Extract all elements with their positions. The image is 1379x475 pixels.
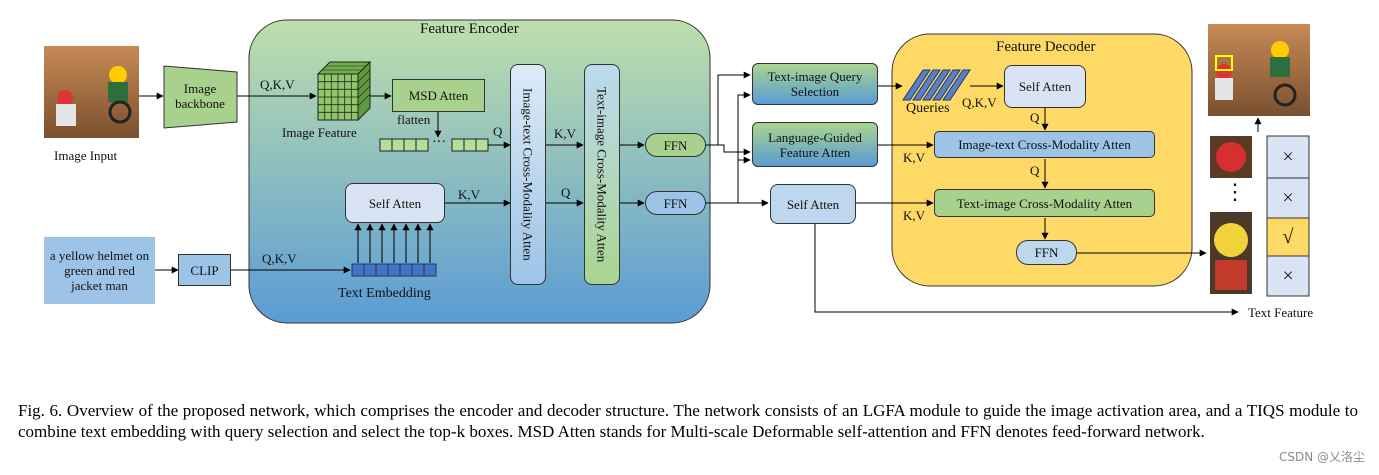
label-qkv-clip: Q,K,V bbox=[262, 251, 297, 266]
queries-stack-icon bbox=[902, 69, 971, 101]
label-q-cross: Q bbox=[561, 185, 571, 200]
encoder-self-atten-box: Self Atten bbox=[345, 183, 445, 223]
label-qkv-image: Q,K,V bbox=[260, 77, 295, 92]
result-mark-4: × bbox=[1282, 264, 1294, 287]
label-qkv-queries: Q,K,V bbox=[962, 95, 997, 110]
encoder-text-image-cross-box: Text-image Cross-Modality Atten bbox=[584, 64, 620, 285]
image-backbone-label: Image backbone bbox=[175, 81, 225, 111]
msd-atten-box: MSD Atten bbox=[392, 79, 485, 112]
queries-label: Queries bbox=[906, 101, 950, 116]
decoder-self-atten-box: Self Atten bbox=[1004, 65, 1086, 108]
image-feature-label: Image Feature bbox=[282, 125, 357, 140]
result-cell-1 bbox=[1266, 135, 1310, 179]
lgfa-box: Language-Guided Feature Atten bbox=[752, 122, 878, 167]
label-kv-self: K,V bbox=[458, 187, 481, 202]
middle-self-atten-box: Self Atten bbox=[770, 184, 856, 224]
label-kv-dec1: K,V bbox=[903, 150, 926, 165]
candidate-ellipsis: ⋮ bbox=[1224, 179, 1246, 204]
label-q-flatten: Q bbox=[493, 124, 503, 139]
svg-text:···: ··· bbox=[432, 135, 446, 150]
decoder-panel bbox=[891, 33, 1193, 287]
text-feature-label: Text Feature bbox=[1248, 305, 1314, 320]
text-embedding-label: Text Embedding bbox=[338, 286, 431, 301]
result-cell-4 bbox=[1266, 255, 1310, 297]
encoder-text-image-cross-label: Text-image Cross-Modality Atten bbox=[594, 86, 610, 263]
output-detection-photo bbox=[1208, 24, 1310, 116]
candidate-crop-1 bbox=[1210, 136, 1252, 178]
result-mark-3: √ bbox=[1282, 225, 1294, 248]
result-cell-3 bbox=[1266, 217, 1310, 257]
label-q-dec2: Q bbox=[1030, 163, 1040, 178]
clip-box: CLIP bbox=[178, 254, 231, 286]
label-kv-cross: K,V bbox=[554, 126, 577, 141]
text-prompt-box: a yellow helmet on green and red jacket … bbox=[44, 237, 155, 304]
decoder-text-image-cross-box: Text-image Cross-Modality Atten bbox=[934, 189, 1155, 217]
image-input-label: Image Input bbox=[54, 148, 118, 163]
encoder-ffn-top: FFN bbox=[645, 133, 706, 157]
decoder-image-text-cross-box: Image-text Cross-Modality Atten bbox=[934, 131, 1155, 158]
label-q-dec1: Q bbox=[1030, 110, 1040, 125]
image-feature-cube-icon bbox=[316, 60, 372, 122]
network-diagram: ··· bbox=[44, 19, 1314, 324]
encoder-ffn-bottom: FFN bbox=[645, 191, 706, 215]
label-kv-dec2: K,V bbox=[903, 208, 926, 223]
tiqs-box: Text-image Query Selection bbox=[752, 63, 878, 105]
encoder-image-text-cross-box: Image-text Cross-Modality Atten bbox=[510, 64, 546, 285]
result-mark-2: × bbox=[1282, 186, 1294, 209]
encoder-panel bbox=[248, 19, 711, 324]
image-backbone-shape bbox=[163, 65, 238, 129]
candidate-crop-2 bbox=[1210, 212, 1252, 294]
result-cell-2 bbox=[1266, 177, 1310, 219]
figure-caption: Fig. 6. Overview of the proposed network… bbox=[18, 401, 1358, 441]
decoder-title: Feature Decoder bbox=[996, 39, 1096, 55]
encoder-title: Feature Encoder bbox=[420, 21, 519, 37]
arrows bbox=[139, 71, 1262, 316]
result-mark-1: × bbox=[1282, 145, 1294, 168]
image-input-photo bbox=[44, 46, 139, 138]
decoder-ffn-box: FFN bbox=[1016, 240, 1077, 265]
encoder-image-text-cross-label: Image-text Cross-Modality Atten bbox=[520, 88, 536, 261]
text-embedding-tokens bbox=[351, 263, 437, 277]
watermark: CSDN @乂洛尘 bbox=[1278, 450, 1365, 464]
flatten-label: flatten bbox=[397, 112, 431, 127]
flatten-tokens bbox=[379, 138, 489, 152]
